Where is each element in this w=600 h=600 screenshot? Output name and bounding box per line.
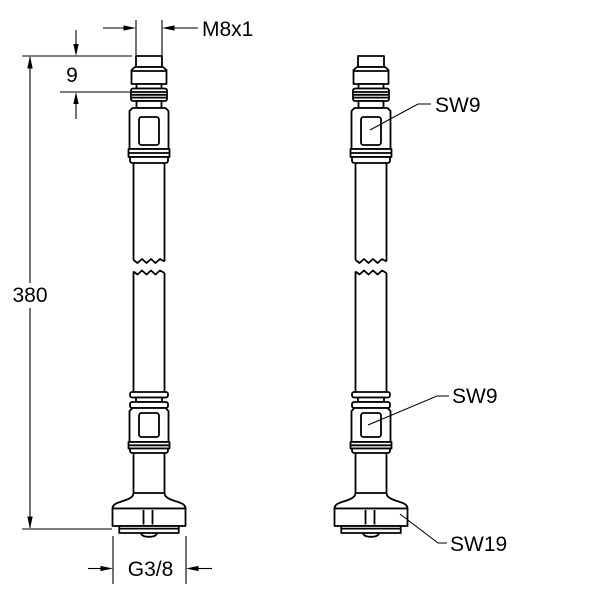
g38-arrowhead-left	[100, 565, 113, 572]
length-380-dimension: 380	[12, 56, 48, 529]
sw9-top-leader-line	[369, 103, 431, 131]
m8x1-arrowhead-left	[123, 25, 136, 31]
sw9-top-label: SW9	[435, 94, 481, 117]
length-380-arrowhead-top	[27, 56, 33, 69]
sw9-middle-callout: SW9	[367, 385, 498, 426]
dimension-layer: M8x1 9 380 G3/8	[12, 18, 253, 584]
sw9-top-callout: SW9	[369, 94, 481, 131]
g38-arrowhead-right	[186, 565, 199, 572]
sw19-label: SW19	[450, 533, 507, 556]
length-380-label: 380	[12, 284, 47, 307]
length-9-arrowhead-bottom	[73, 92, 79, 104]
length-9-label: 9	[66, 64, 78, 87]
g38-label: G3/8	[128, 558, 174, 581]
sw19-leader-line	[399, 513, 447, 544]
g38-dimension: G3/8	[88, 536, 212, 584]
m8x1-label: M8x1	[202, 18, 253, 41]
m8x1-arrowhead-right	[162, 25, 175, 31]
sw9-middle-label: SW9	[452, 385, 498, 408]
sw9-middle-leader-line	[367, 395, 449, 426]
length-380-arrowhead-bottom	[27, 516, 33, 529]
m8x1-dimension: M8x1	[103, 18, 253, 55]
callout-layer: SW9 SW9 SW19	[367, 94, 507, 556]
length-9-arrowhead-top	[73, 44, 79, 56]
sw19-callout: SW19	[399, 513, 507, 556]
length-9-dimension: 9	[66, 30, 79, 119]
